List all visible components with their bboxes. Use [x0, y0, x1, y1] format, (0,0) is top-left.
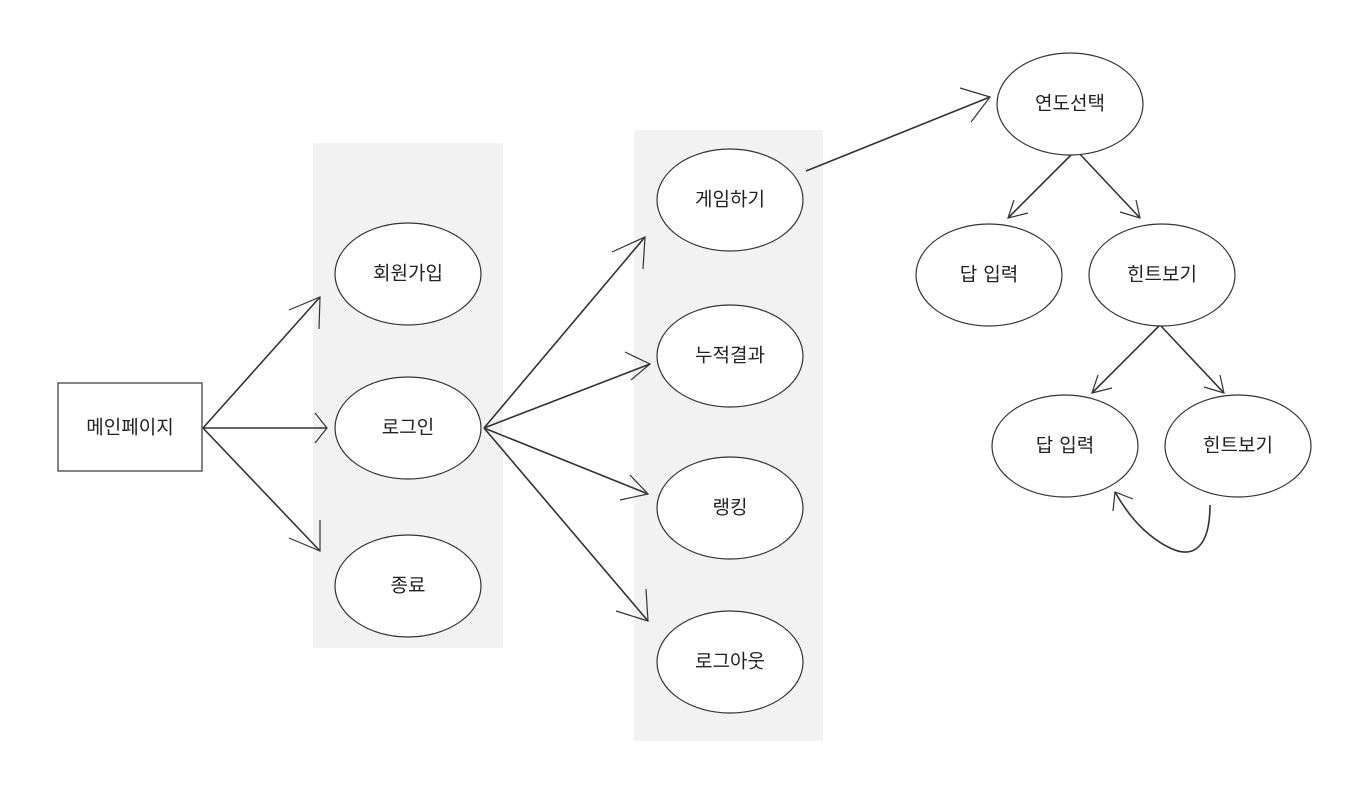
edge-login-to-play [483, 236, 646, 429]
play-game-label: 게임하기 [695, 189, 765, 211]
node-hint-view-2[interactable]: 힌트보기 [1164, 394, 1312, 498]
node-hint-view-1[interactable]: 힌트보기 [1088, 223, 1236, 327]
node-play-game[interactable]: 게임하기 [656, 148, 804, 252]
arrowhead-signup [288, 296, 321, 330]
node-year-select[interactable]: 연도선택 [996, 52, 1144, 156]
edge-year-to-hint1 [1075, 149, 1141, 219]
answer-input-1-label: 답 입력 [960, 264, 1018, 286]
arrowhead-hint1 [1119, 199, 1141, 219]
answer-input-2-label: 답 입력 [1036, 435, 1094, 457]
edge-play-to-year [805, 96, 991, 172]
hint-view-1-label: 힌트보기 [1127, 264, 1197, 286]
arrowhead-answer2 [1091, 374, 1113, 394]
arrowhead-login [314, 412, 328, 444]
arrowhead-hint2 [1203, 374, 1225, 394]
logout-label: 로그아웃 [695, 651, 765, 673]
node-main-page[interactable]: 메인페이지 [57, 382, 203, 472]
node-exit[interactable]: 종료 [334, 534, 482, 638]
node-login[interactable]: 로그인 [334, 376, 482, 480]
arrowhead-results [624, 351, 652, 381]
arrowheads [288, 87, 1225, 622]
arrowhead-play [611, 236, 646, 270]
node-signup[interactable]: 회원가입 [334, 222, 482, 326]
edge-login-to-logout [483, 427, 649, 622]
signup-label: 회원가입 [373, 263, 443, 285]
node-total-results[interactable]: 누적결과 [656, 304, 804, 408]
edge-hint1-to-hint2 [1159, 324, 1225, 394]
edge-login-to-ranking [483, 427, 649, 495]
node-answer-input-2[interactable]: 답 입력 [991, 394, 1139, 498]
main-page-label: 메인페이지 [86, 417, 173, 439]
ranking-label: 랭킹 [713, 497, 748, 519]
edge-hint1-to-answer2 [1091, 324, 1161, 394]
arrowhead-year [959, 87, 992, 123]
arrowhead-ranking [619, 474, 650, 501]
arrowhead-logout [615, 588, 649, 622]
hint-view-2-label: 힌트보기 [1203, 435, 1273, 457]
edge-main-to-exit [202, 427, 321, 552]
edge-hint2-to-answer2-loop [1114, 491, 1211, 553]
node-answer-input-1[interactable]: 답 입력 [915, 223, 1063, 327]
exit-label: 종료 [391, 575, 426, 597]
node-ranking[interactable]: 랭킹 [656, 456, 804, 560]
edge-year-to-answer1 [1007, 149, 1077, 219]
year-select-label: 연도선택 [1035, 93, 1105, 115]
edge-login-to-results [483, 363, 651, 429]
arrowhead-loop [1112, 491, 1134, 512]
edge-main-to-signup [202, 296, 321, 429]
edges [202, 96, 1225, 622]
node-logout[interactable]: 로그아웃 [656, 610, 804, 714]
total-results-label: 누적결과 [695, 345, 765, 367]
arrowhead-answer1 [1007, 199, 1029, 219]
login-label: 로그인 [382, 417, 434, 439]
arrowhead-exit [288, 520, 321, 552]
